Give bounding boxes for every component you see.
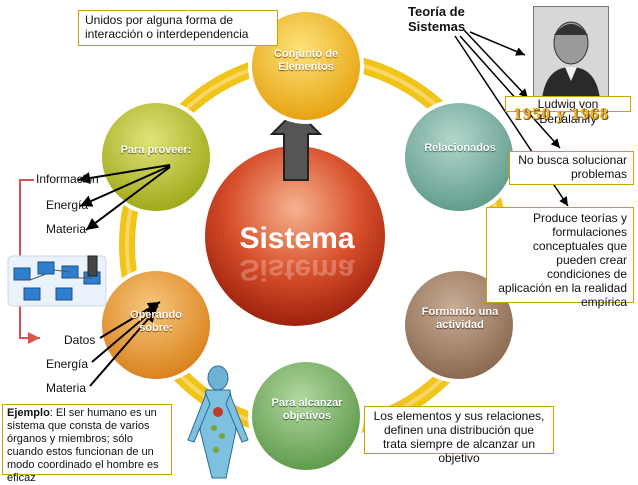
node-operando [98, 267, 214, 383]
example-text: : El ser humano es un sistema que consta… [7, 407, 159, 484]
node-conjunto [248, 8, 364, 124]
objective-note: Los elementos y sus relaciones, definen … [364, 406, 554, 465]
example-note: Ejemplo: El ser humano es un sistema que… [2, 404, 172, 484]
output-materia: Materia [46, 222, 87, 236]
node-conjunto-label: Conjunto de Elementos [273, 48, 339, 73]
input-datos: Datos [64, 333, 96, 347]
center-label: Sistema [239, 222, 354, 255]
produce-note: Produce teorías y formulaciones conceptu… [486, 207, 634, 309]
output-informacion: Información [36, 172, 99, 186]
bertalanffy-portrait [533, 6, 609, 100]
node-alcanzar [248, 358, 364, 474]
node-alcanzar-label: Para alcanzar objetivos [271, 397, 343, 422]
node-formando-label: Formando una actividad [421, 306, 499, 331]
node-relacionados [401, 99, 517, 215]
input-materia: Materia [46, 381, 87, 395]
no-busca-note: No busca solucionar problemas [509, 151, 634, 185]
center-label-reflection: Sistema [239, 253, 354, 286]
node-operando-label: Operando sobre: [130, 309, 182, 334]
years-label: 1950 y 1968 [513, 104, 609, 123]
interaction-note: Unidos por alguna forma de interacción o… [78, 10, 278, 46]
node-proveer-label: Para proveer: [120, 144, 192, 156]
example-label: Ejemplo [7, 407, 50, 419]
node-proveer [98, 99, 214, 215]
input-energia: Energía [46, 357, 89, 371]
theory-title: Teoría de Sistemas [408, 4, 466, 34]
author-label: Ludwig von Bertalanffy [505, 96, 631, 126]
output-energia: Energía [46, 198, 89, 212]
human-body-icon [187, 365, 249, 479]
computer-network-icon [7, 255, 107, 307]
node-relacionados-label: Relacionados [424, 142, 496, 154]
